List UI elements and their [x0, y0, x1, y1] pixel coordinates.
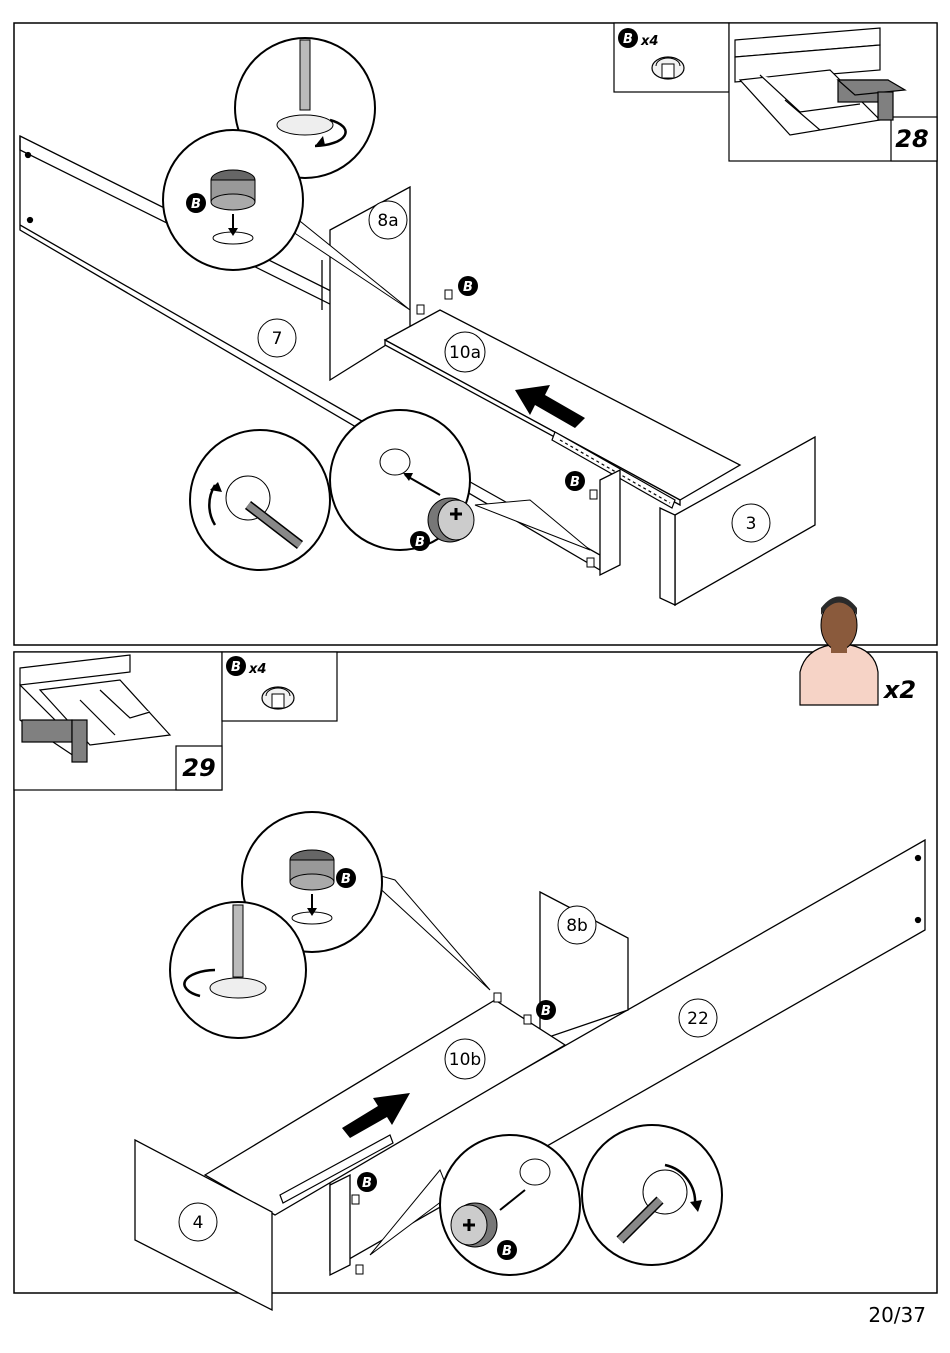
b-marker: B [357, 1172, 377, 1192]
svg-text:B: B [463, 280, 473, 295]
drawer-front-small [600, 470, 620, 575]
part-label-7: 7 [258, 319, 296, 357]
part-label-8b: 8b [558, 906, 596, 944]
svg-text:22: 22 [687, 1009, 709, 1029]
step-29-overview [14, 652, 337, 790]
step-number-28: 28 [895, 125, 928, 153]
part-label-10a: 10a [445, 332, 485, 372]
b-marker: B [565, 471, 585, 491]
svg-text:8b: 8b [566, 916, 588, 936]
svg-text:B: B [541, 1004, 551, 1019]
repeat-qty: x2 [883, 676, 916, 704]
step-28-overview [614, 23, 937, 161]
svg-text:7: 7 [272, 329, 283, 349]
svg-text:B: B [191, 197, 201, 212]
b-marker: B [458, 276, 478, 296]
part-label-22: 22 [679, 999, 717, 1037]
svg-text:B: B [341, 872, 351, 887]
hardware-qty: x4 [640, 34, 658, 49]
svg-text:8a: 8a [377, 211, 398, 231]
hardware-qty: x4 [248, 662, 266, 677]
part-label-8a: 8a [369, 201, 407, 239]
part-label-4: 4 [179, 1203, 217, 1241]
cam-lock-icon [262, 687, 294, 709]
drawer-front-small [330, 1175, 350, 1275]
svg-text:4: 4 [193, 1213, 204, 1233]
svg-text:B: B [231, 660, 241, 675]
highlighted-drawer [22, 720, 72, 742]
zoom-bubble-turn-cam [190, 430, 330, 570]
svg-text:10a: 10a [449, 343, 481, 363]
part-label-10b: 10b [445, 1039, 485, 1079]
svg-text:B: B [415, 535, 425, 550]
svg-text:B: B [570, 475, 580, 490]
svg-text:10b: 10b [449, 1050, 481, 1070]
svg-text:B: B [502, 1244, 512, 1259]
svg-text:3: 3 [746, 514, 757, 534]
b-marker: B [536, 1000, 556, 1020]
zoom-bubble-turn-cam [582, 1125, 722, 1265]
person-icon [800, 597, 878, 706]
page-number: 20/37 [868, 1303, 926, 1327]
hardware-letter: B [623, 32, 633, 47]
svg-text:B: B [362, 1176, 372, 1191]
step-number-29: 29 [182, 754, 215, 782]
part-label-3: 3 [732, 504, 770, 542]
zoom-bubble-screwdriver-top [170, 902, 306, 1038]
cam-lock-icon [652, 57, 684, 79]
